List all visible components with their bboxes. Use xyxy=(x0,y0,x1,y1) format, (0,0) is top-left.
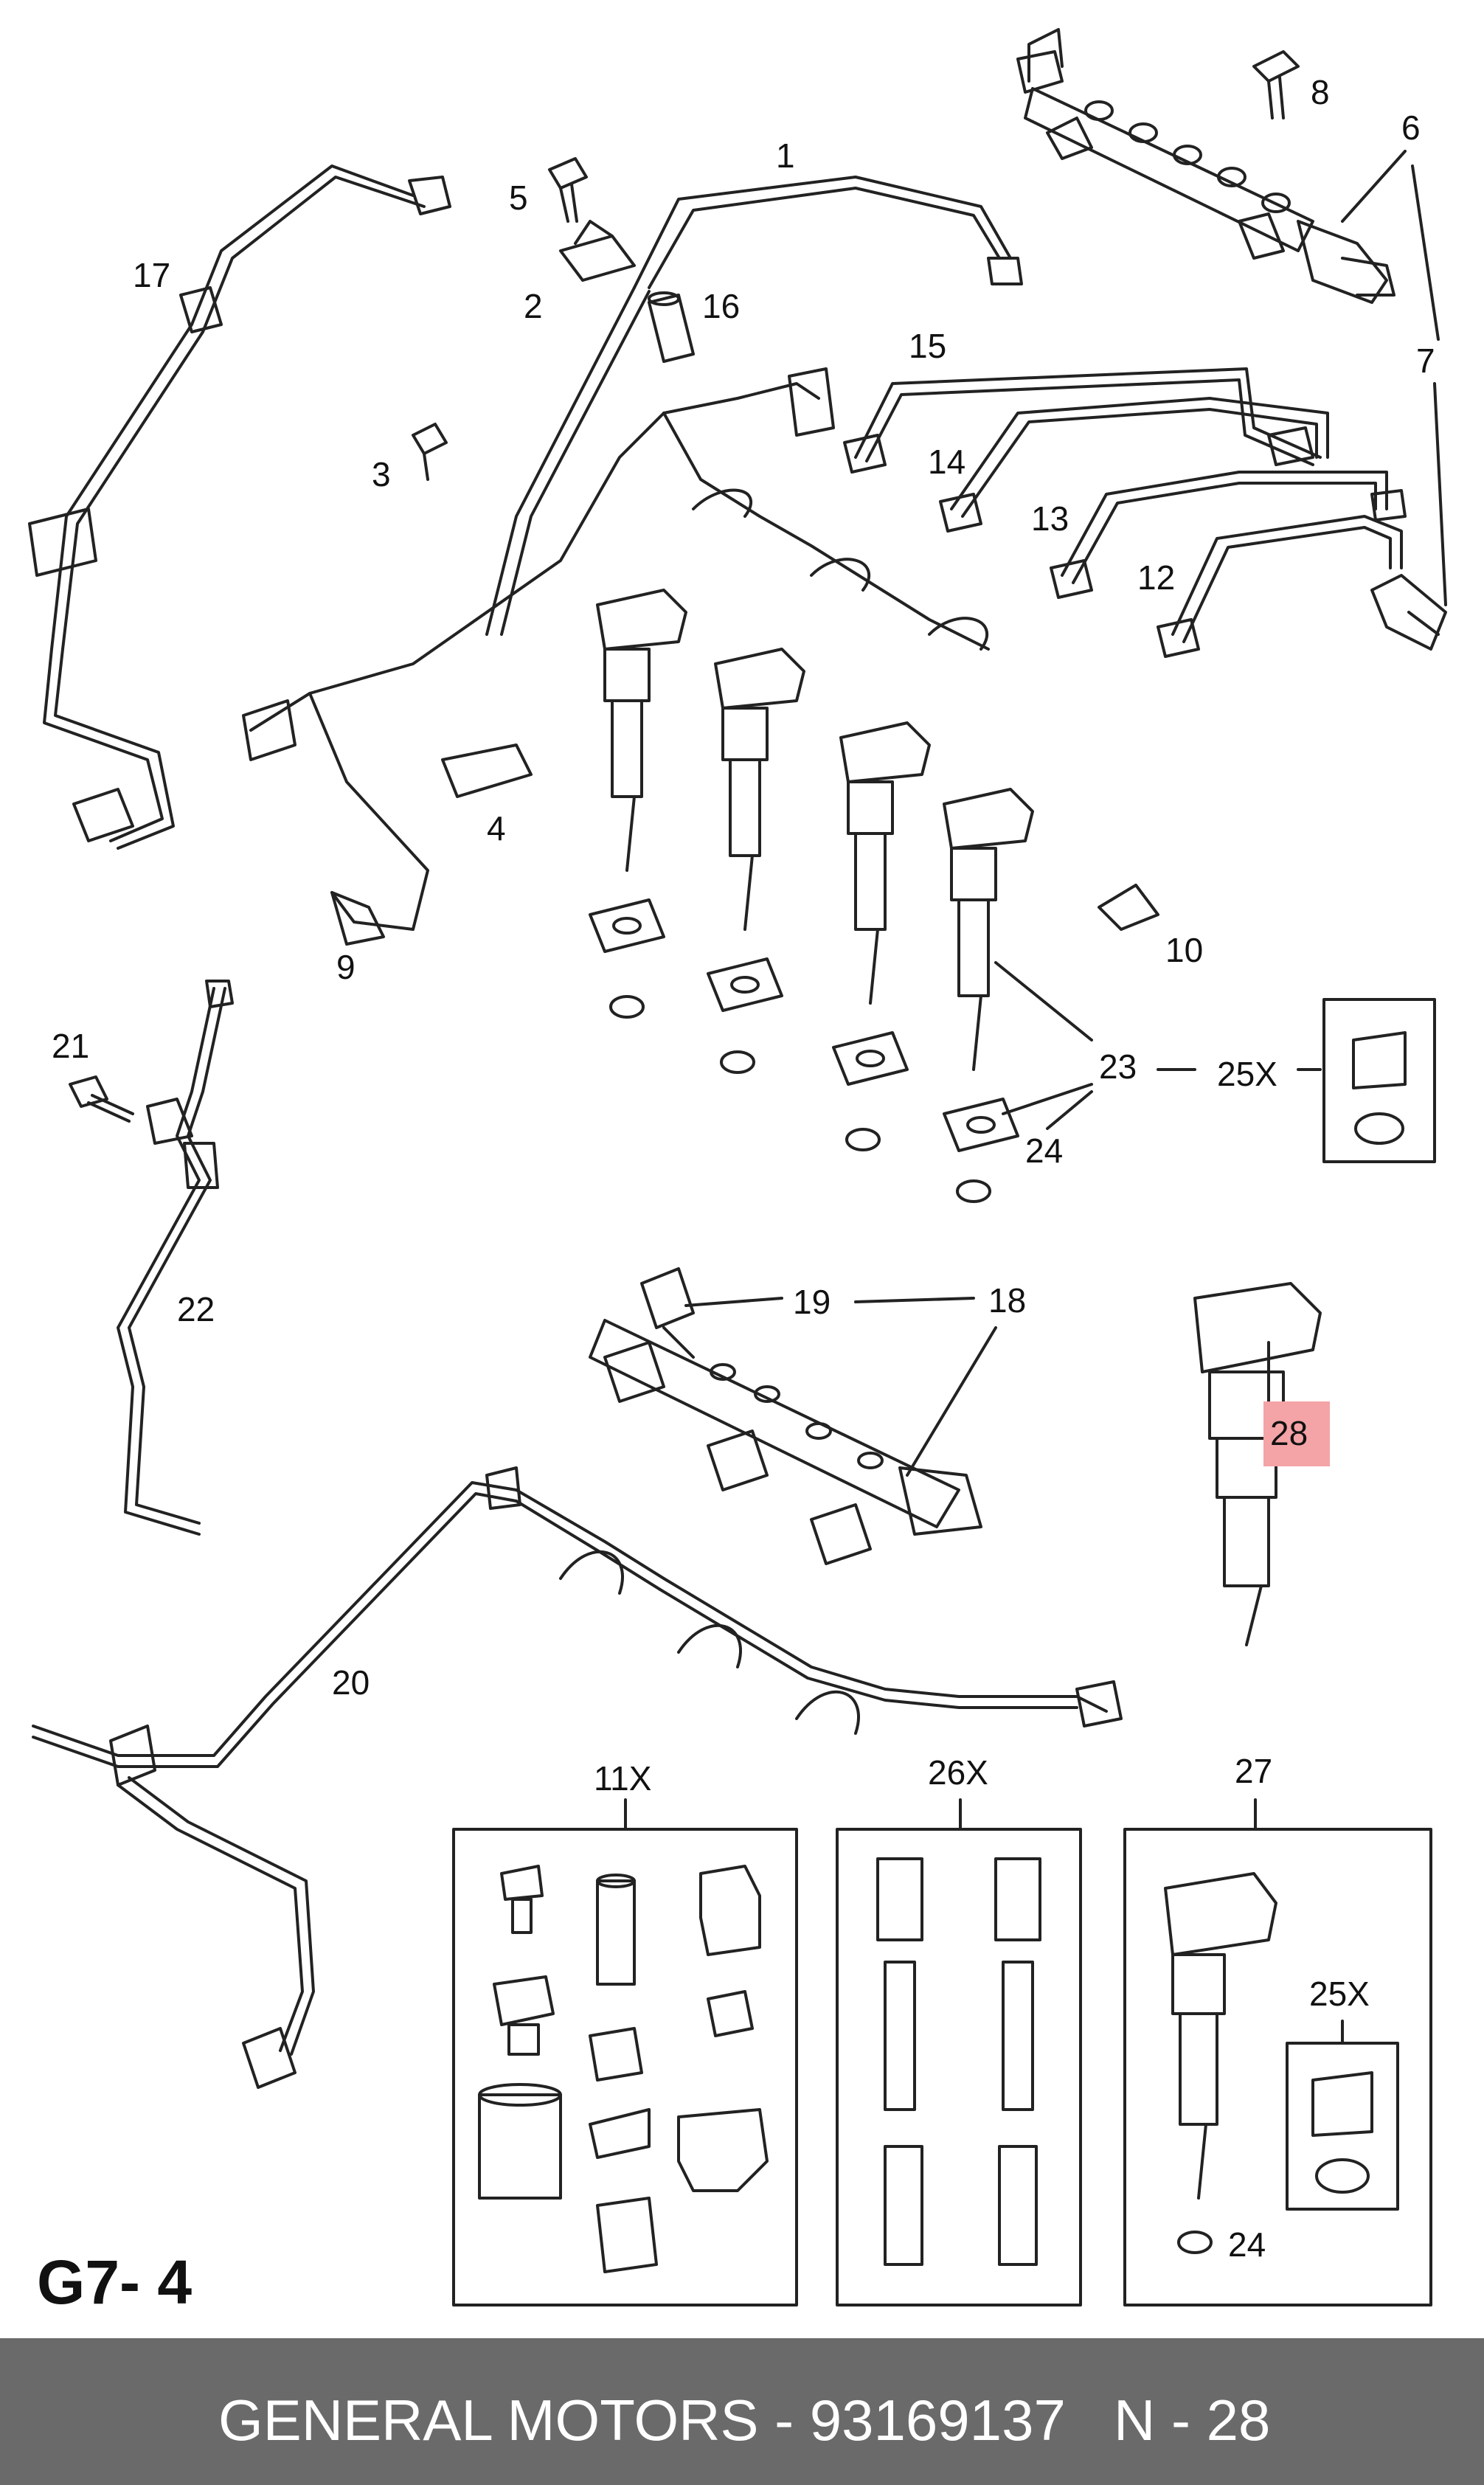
callout-14: 14 xyxy=(928,443,966,481)
callout-24-inner: 24 xyxy=(1228,2225,1266,2264)
kit-box-26x xyxy=(836,1828,1082,2306)
callout-18: 18 xyxy=(988,1281,1027,1320)
highlight-28 xyxy=(1263,1401,1330,1466)
callout-24: 24 xyxy=(1025,1131,1064,1170)
kit-box-27 xyxy=(1123,1828,1432,2306)
page-code: G7- 4 xyxy=(37,2247,193,2317)
clip-2 xyxy=(559,220,636,282)
clip-10 xyxy=(1098,884,1159,931)
bolt-3 xyxy=(412,423,448,481)
kit-box-25x xyxy=(1322,998,1436,1163)
kit-27-injector xyxy=(1164,1872,1277,2254)
leader-6 xyxy=(1341,150,1407,223)
footer-part-number: GENERAL MOTORS - 93169137 xyxy=(218,2388,1066,2453)
leader-7b xyxy=(1433,382,1447,606)
injector-28 xyxy=(1193,1282,1322,1646)
leader-23 xyxy=(994,961,1093,1042)
leader-7a xyxy=(1411,164,1440,341)
callout-4: 4 xyxy=(487,809,506,848)
callout-23: 23 xyxy=(1099,1047,1137,1086)
leak-off-line-20 xyxy=(32,1466,1123,2089)
injectors-upper xyxy=(596,589,1034,1071)
pressure-sensor-7 xyxy=(1370,574,1447,651)
callout-22: 22 xyxy=(177,1290,215,1328)
callout-19: 19 xyxy=(793,1283,831,1321)
leak-off-line-upper xyxy=(242,367,990,946)
kit-box-25x-inner xyxy=(1286,2042,1399,2211)
callout-16: 16 xyxy=(702,287,741,325)
callout-13: 13 xyxy=(1031,499,1069,538)
callout-5: 5 xyxy=(509,179,528,217)
bolt-8 xyxy=(1252,50,1300,119)
callout-25x-inner: 25X xyxy=(1309,1975,1370,2013)
callout-15: 15 xyxy=(909,327,947,365)
callout-7: 7 xyxy=(1416,342,1435,380)
leader-19b xyxy=(854,1297,975,1303)
bolt-21 xyxy=(69,1075,134,1123)
leader-19 xyxy=(684,1297,783,1307)
leader-18 xyxy=(906,1326,997,1477)
return-line-22 xyxy=(117,980,234,1536)
fuel-pipes-12-15 xyxy=(843,367,1407,658)
leader-24 xyxy=(1046,1090,1093,1130)
callout-6: 6 xyxy=(1401,108,1421,147)
callout-28: 28 xyxy=(1270,1414,1308,1452)
footer-page-ref: N - 28 xyxy=(1114,2388,1271,2453)
fuel-rail-upper xyxy=(1016,28,1395,304)
callout-17: 17 xyxy=(133,256,171,294)
callout-20: 20 xyxy=(332,1663,370,1702)
bolt-5 xyxy=(548,157,588,223)
kit-25x-inner-oring xyxy=(1315,2158,1370,2194)
sleeve-16 xyxy=(648,291,695,363)
leader-23b xyxy=(1002,1083,1093,1115)
callout-11x: 11X xyxy=(594,1759,652,1798)
kit-25x-sleeve xyxy=(1352,1031,1407,1089)
footer-bar xyxy=(0,2338,1484,2485)
callout-1: 1 xyxy=(776,136,795,175)
gaskets-upper xyxy=(589,898,1019,1203)
callout-8: 8 xyxy=(1311,73,1330,111)
callout-21: 21 xyxy=(52,1027,90,1065)
callout-2: 2 xyxy=(524,287,543,325)
callout-27: 27 xyxy=(1235,1752,1273,1790)
pressure-sensor-19 xyxy=(640,1267,695,1359)
callout-10: 10 xyxy=(1165,931,1204,969)
kit-11x-parts xyxy=(478,1865,769,2273)
callout-26x: 26X xyxy=(928,1753,988,1792)
bracket-4 xyxy=(441,744,533,798)
callout-9: 9 xyxy=(336,948,356,986)
kit-25x-inner-sleeve xyxy=(1311,2071,1373,2137)
fuel-rail-lower xyxy=(589,1319,982,1565)
fuel-pipe-1 xyxy=(485,176,1023,636)
callout-12: 12 xyxy=(1137,558,1176,597)
fuel-pipe-17 xyxy=(28,164,451,850)
callout-25x: 25X xyxy=(1217,1055,1277,1093)
callout-3: 3 xyxy=(372,455,391,493)
kit-25x-oring xyxy=(1354,1112,1404,1145)
kit-26x-parts xyxy=(876,1857,1041,2266)
